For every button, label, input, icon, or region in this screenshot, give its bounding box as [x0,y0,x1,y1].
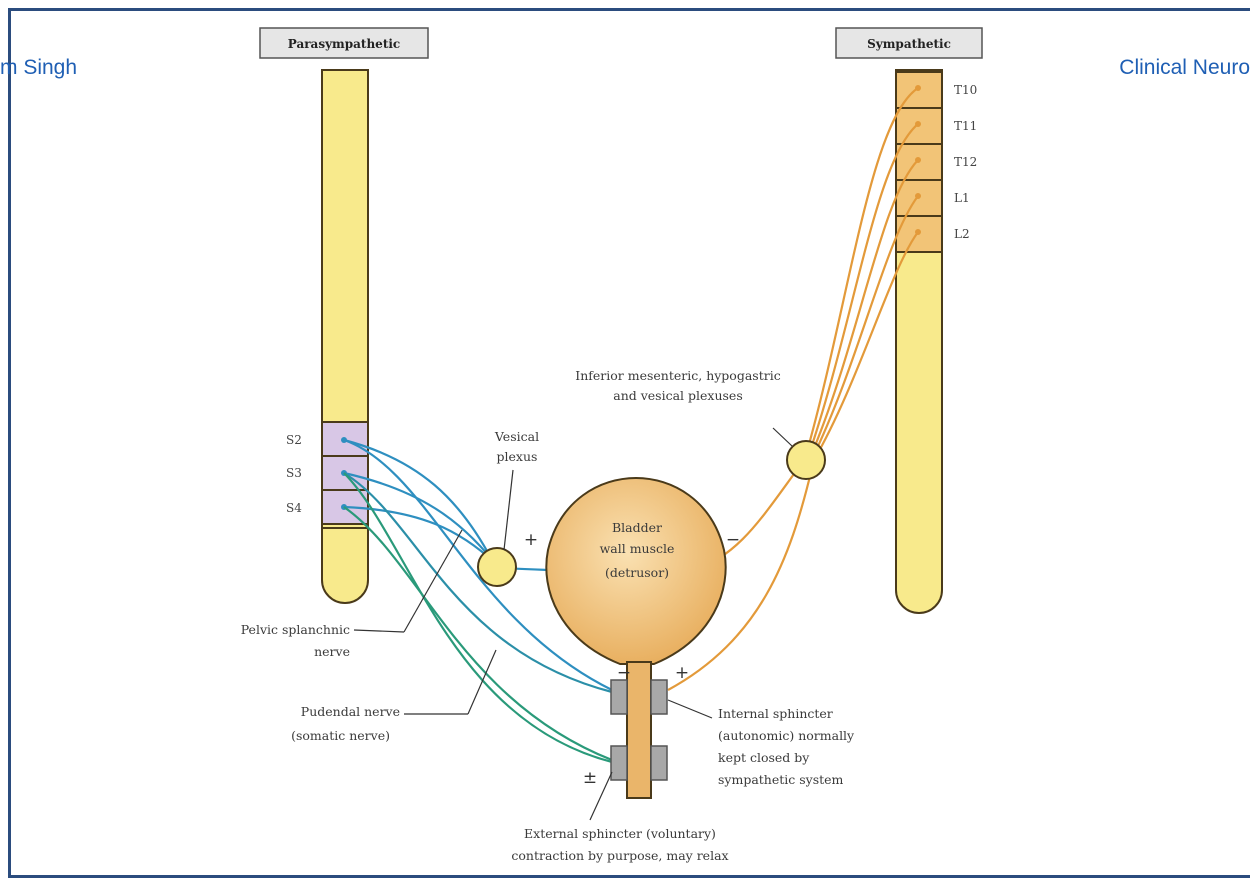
bladder-label-line3: (detrusor) [605,565,669,580]
internal-sphincter-right [651,680,667,714]
segment-label-t11: T11 [954,119,977,133]
pelvic-splanchnic-label-line1: Pelvic splanchnic [241,622,350,637]
bladder-label-line1: Bladder [612,520,662,535]
internal-sphincter-leader [668,700,712,718]
neuron-dot-l1 [915,193,921,199]
sign-minus-bladder: − [726,530,740,550]
inferior-plexus-leader [773,428,792,446]
sign-minus-internal: − [617,663,631,683]
vesical-plexus-leader [504,470,513,550]
pelvic-splanchnic-label-line2: nerve [314,644,350,659]
vesical-plexus-label-line2: plexus [497,449,538,464]
neuron-dot-l2 [915,229,921,235]
segment-label-t12: T12 [954,155,977,169]
sign-plus-internal: + [675,663,689,683]
inferior-plexus-label-line1: Inferior mesenteric, hypogastric [575,368,780,383]
vesical-plexus-ganglion [478,548,516,586]
sign-plus-minus-external: ± [583,768,597,788]
segment-label-s4: S4 [286,501,302,515]
neuron-dot-t10 [915,85,921,91]
vesical-plexus-label-line1: Vesical [494,429,539,444]
internal-sphincter-label-line2: (autonomic) normally [718,728,855,743]
sign-plus-vesical: + [524,530,538,550]
internal-sphincter-label-line4: sympathetic system [718,772,844,787]
sympathetic-title: Sympathetic [867,37,951,51]
segment-label-s3: S3 [286,466,302,480]
parasympathetic-title: Parasympathetic [288,37,400,51]
bladder-label-line2: wall muscle [600,541,675,556]
inferior-mesenteric-ganglion [787,441,825,479]
internal-sphincter-left [611,680,627,714]
segment-label-t10: T10 [954,83,977,97]
inferior-plexus-label-line2: and vesical plexuses [613,388,743,403]
neuron-dot-t11 [915,121,921,127]
pudendal-label-line2: (somatic nerve) [291,728,390,743]
pudendal-label-line1: Pudendal nerve [301,704,400,719]
pelvic-splanchnic-leader-h [354,630,404,632]
neuron-dot-t12 [915,157,921,163]
segment-label-l1: L1 [954,191,970,205]
external-sphincter-left [611,746,627,780]
external-sphincter-right [651,746,667,780]
external-sphincter-label-line2: contraction by purpose, may relax [511,848,728,863]
external-sphincter-label-line1: External sphincter (voluntary) [524,826,716,841]
segment-label-s2: S2 [286,433,302,447]
internal-sphincter-label-line1: Internal sphincter [718,706,833,721]
segment-label-l2: L2 [954,227,970,241]
internal-sphincter-label-line3: kept closed by [718,750,810,765]
